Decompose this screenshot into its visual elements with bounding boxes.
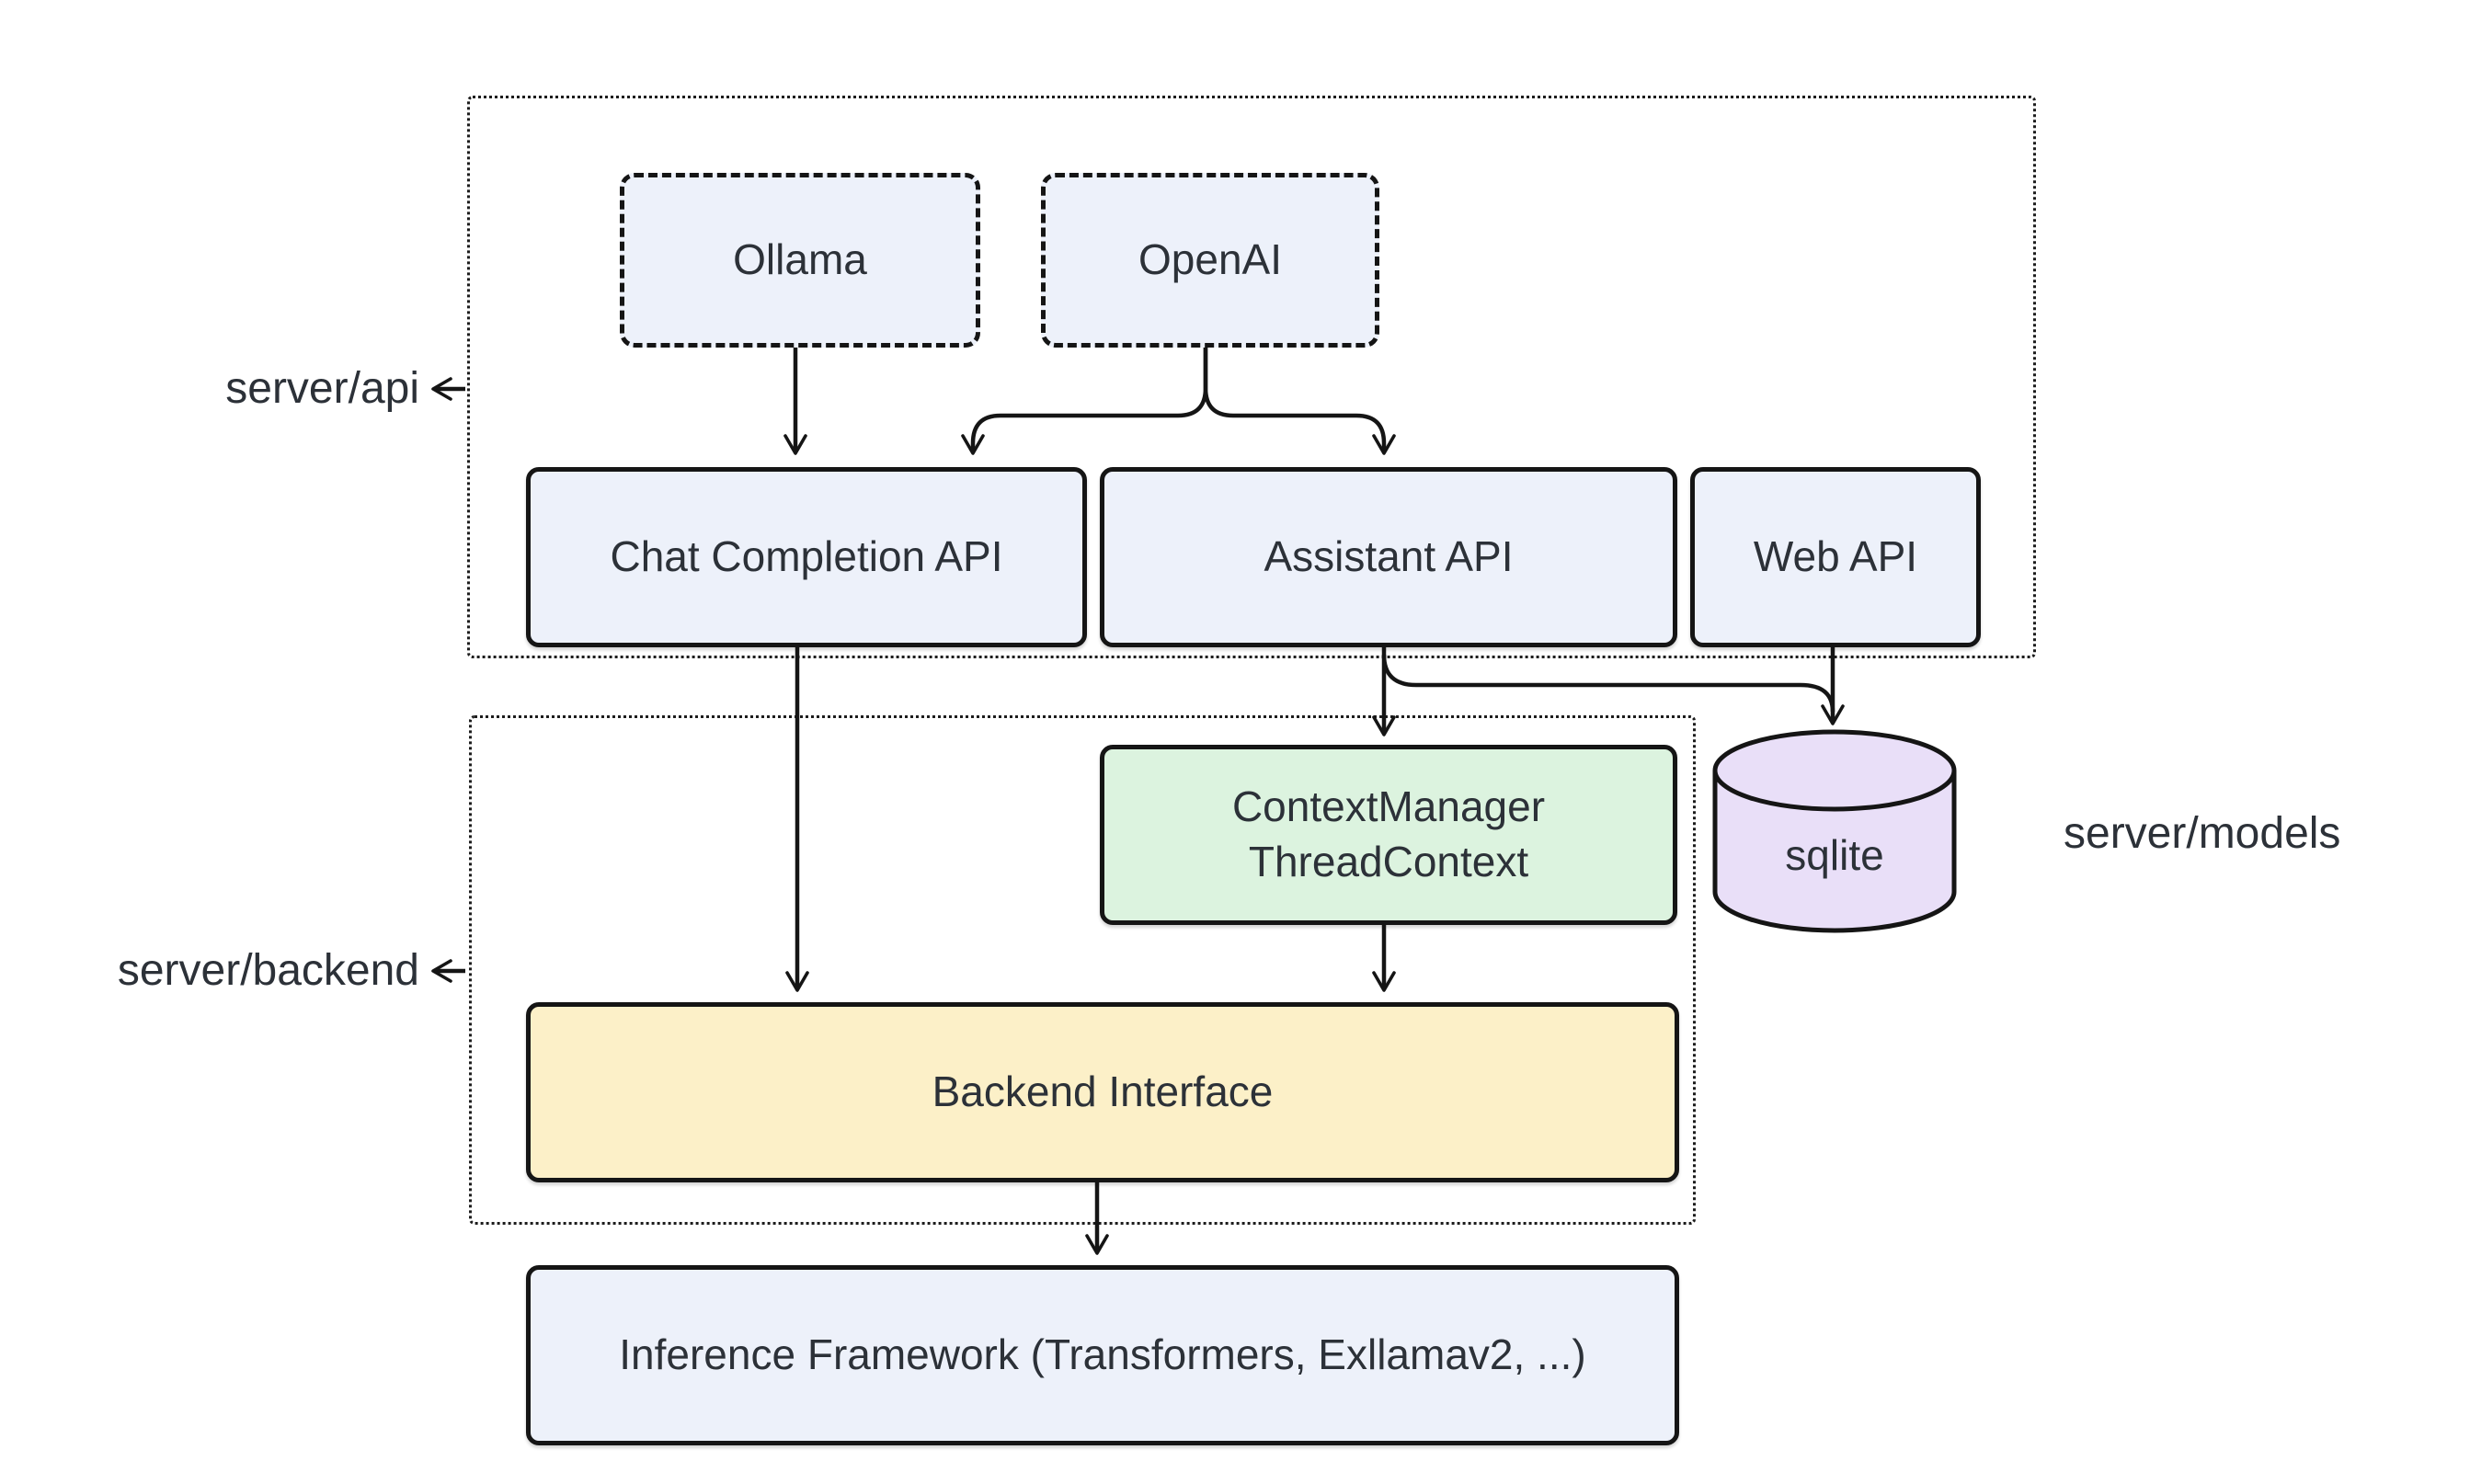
label-server-models: server/models (2064, 809, 2341, 858)
edge-assistant-to-sqlite (1381, 654, 1835, 713)
context-manager-line2: ThreadContext (1248, 838, 1529, 885)
node-assistant-api: Assistant API (1100, 467, 1677, 647)
group-server-api (467, 96, 2036, 658)
node-inference-framework: Inference Framework (Transformers, Exlla… (526, 1265, 1679, 1445)
sqlite-top-rim (1712, 729, 1957, 812)
node-chat-completion-api: Chat Completion API (526, 467, 1087, 647)
sqlite-label: sqlite (1785, 831, 1883, 879)
label-server-api: server/api (225, 364, 419, 413)
sqlite-body (1712, 771, 1957, 933)
node-backend-interface: Backend Interface (526, 1002, 1679, 1182)
node-ollama: Ollama (620, 173, 980, 348)
cylinder-sqlite: sqlite (1712, 729, 1957, 933)
node-openai: OpenAI (1041, 173, 1379, 348)
group-server-backend (469, 715, 1696, 1225)
node-context-manager: ContextManager ThreadContext (1100, 745, 1677, 925)
node-web-api: Web API (1690, 467, 1981, 647)
label-server-backend: server/backend (117, 946, 419, 995)
context-manager-line1: ContextManager (1231, 782, 1546, 831)
